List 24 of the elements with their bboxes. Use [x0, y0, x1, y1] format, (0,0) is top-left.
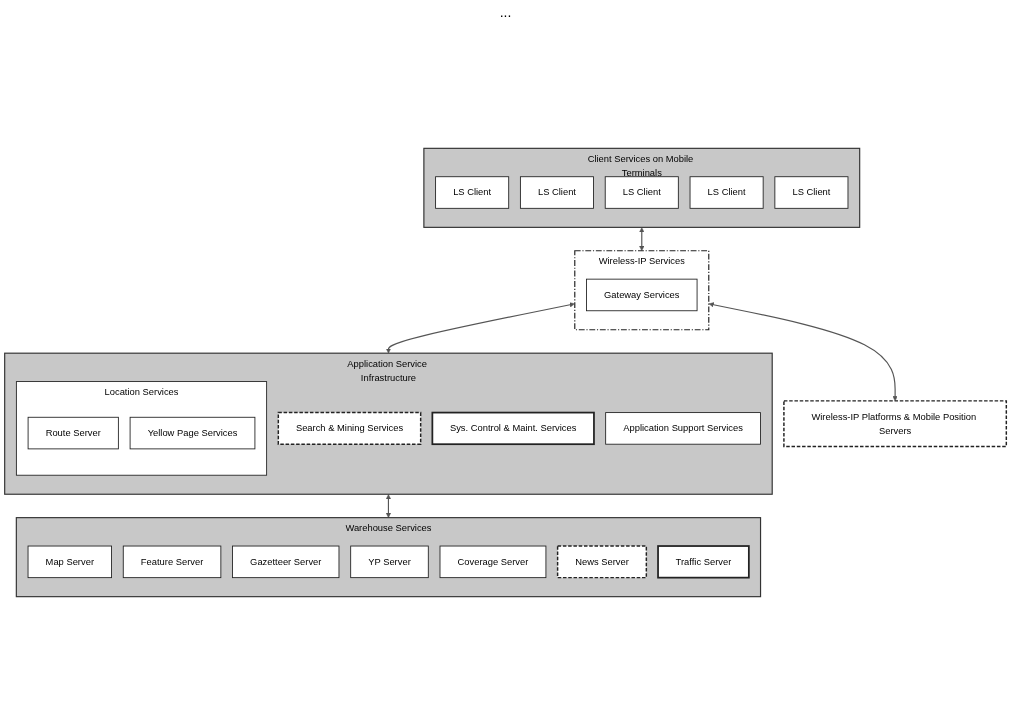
node-box: Coverage Server [439, 545, 547, 579]
node-box: LS Client [604, 176, 679, 209]
node-box: Route Server [27, 416, 119, 450]
node-box: Wireless-IP Platforms & Mobile Position Servers [783, 400, 1008, 448]
node-box: Map Server [27, 545, 112, 579]
node-box: LS Client [519, 176, 594, 209]
node-box: Sys. Control & Maint. Services [431, 411, 595, 446]
node-box: Feature Server [122, 545, 222, 579]
arrow [385, 494, 391, 518]
arrow [639, 227, 645, 251]
node-box: YP Server [350, 545, 429, 579]
node-box: Yellow Page Services [129, 416, 256, 450]
node-box: Gazetteer Server [232, 545, 340, 579]
node-box: LS Client [435, 176, 510, 209]
node-box: Gateway Services [586, 278, 698, 312]
arrow [385, 302, 575, 354]
node-box: LS Client [774, 176, 849, 209]
node-box: Application Support Services [605, 412, 761, 445]
node-box: Search & Mining Services [277, 411, 422, 445]
node-box: LS Client [689, 176, 764, 209]
node-box: Traffic Server [657, 545, 750, 579]
arrow [708, 302, 898, 402]
node-box: News Server [556, 545, 648, 579]
ellipsis-text: ... [499, 4, 512, 20]
